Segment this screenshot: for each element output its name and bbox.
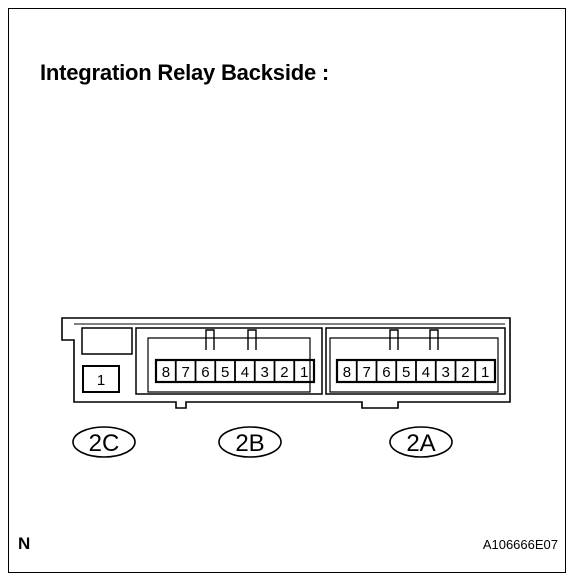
pin-number: 3 <box>260 364 268 381</box>
pin-number: 3 <box>441 364 449 381</box>
connector-2c-pin: 1 <box>97 372 105 389</box>
pin-number: 1 <box>300 364 308 381</box>
pin-number: 2 <box>280 364 288 381</box>
connector-2c-latch <box>81 327 133 355</box>
pin-number: 7 <box>181 364 189 381</box>
connector-2b-lock-tab-left <box>205 329 215 350</box>
pin-number: 4 <box>422 364 430 381</box>
figure-code: A106666E07 <box>482 537 558 552</box>
pin-number: 7 <box>362 364 370 381</box>
connector-2a-lock-tab-right <box>429 329 439 350</box>
connector-2a-body <box>325 327 506 395</box>
connector-label-2b: 2B <box>218 426 282 458</box>
pin-number: 2 <box>461 364 469 381</box>
connector-2b-body <box>135 327 323 395</box>
connector-2c: 1 <box>81 327 133 393</box>
connector-2c-pin-cell <box>82 365 120 393</box>
connector-label-2c: 2C <box>72 426 136 458</box>
pin-number: 4 <box>241 364 249 381</box>
relay-housing-outline <box>61 317 511 409</box>
orientation-mark: N <box>18 534 31 553</box>
label-ellipse <box>72 426 136 458</box>
connector-2b-lock-tab-right <box>247 329 257 350</box>
pin-number: 5 <box>221 364 229 381</box>
pin-number: 5 <box>402 364 410 381</box>
pin-number: 1 <box>481 364 489 381</box>
connector-label-2b-text: 2B <box>235 430 264 457</box>
connector-label-2a-text: 2A <box>406 430 435 457</box>
figure-frame <box>8 8 566 573</box>
pin-number: 8 <box>343 364 351 381</box>
connector-label-2a: 2A <box>389 426 453 458</box>
label-ellipse <box>389 426 453 458</box>
pin-number: 6 <box>382 364 390 381</box>
connector-2a-shell <box>329 337 499 393</box>
figure-title: Integration Relay Backside : <box>40 60 330 85</box>
connector-label-2c-text: 2C <box>89 430 120 457</box>
label-ellipse <box>218 426 282 458</box>
pin-number: 8 <box>162 364 170 381</box>
pin-number: 6 <box>201 364 209 381</box>
connector-2a-lock-tab-left <box>389 329 399 350</box>
